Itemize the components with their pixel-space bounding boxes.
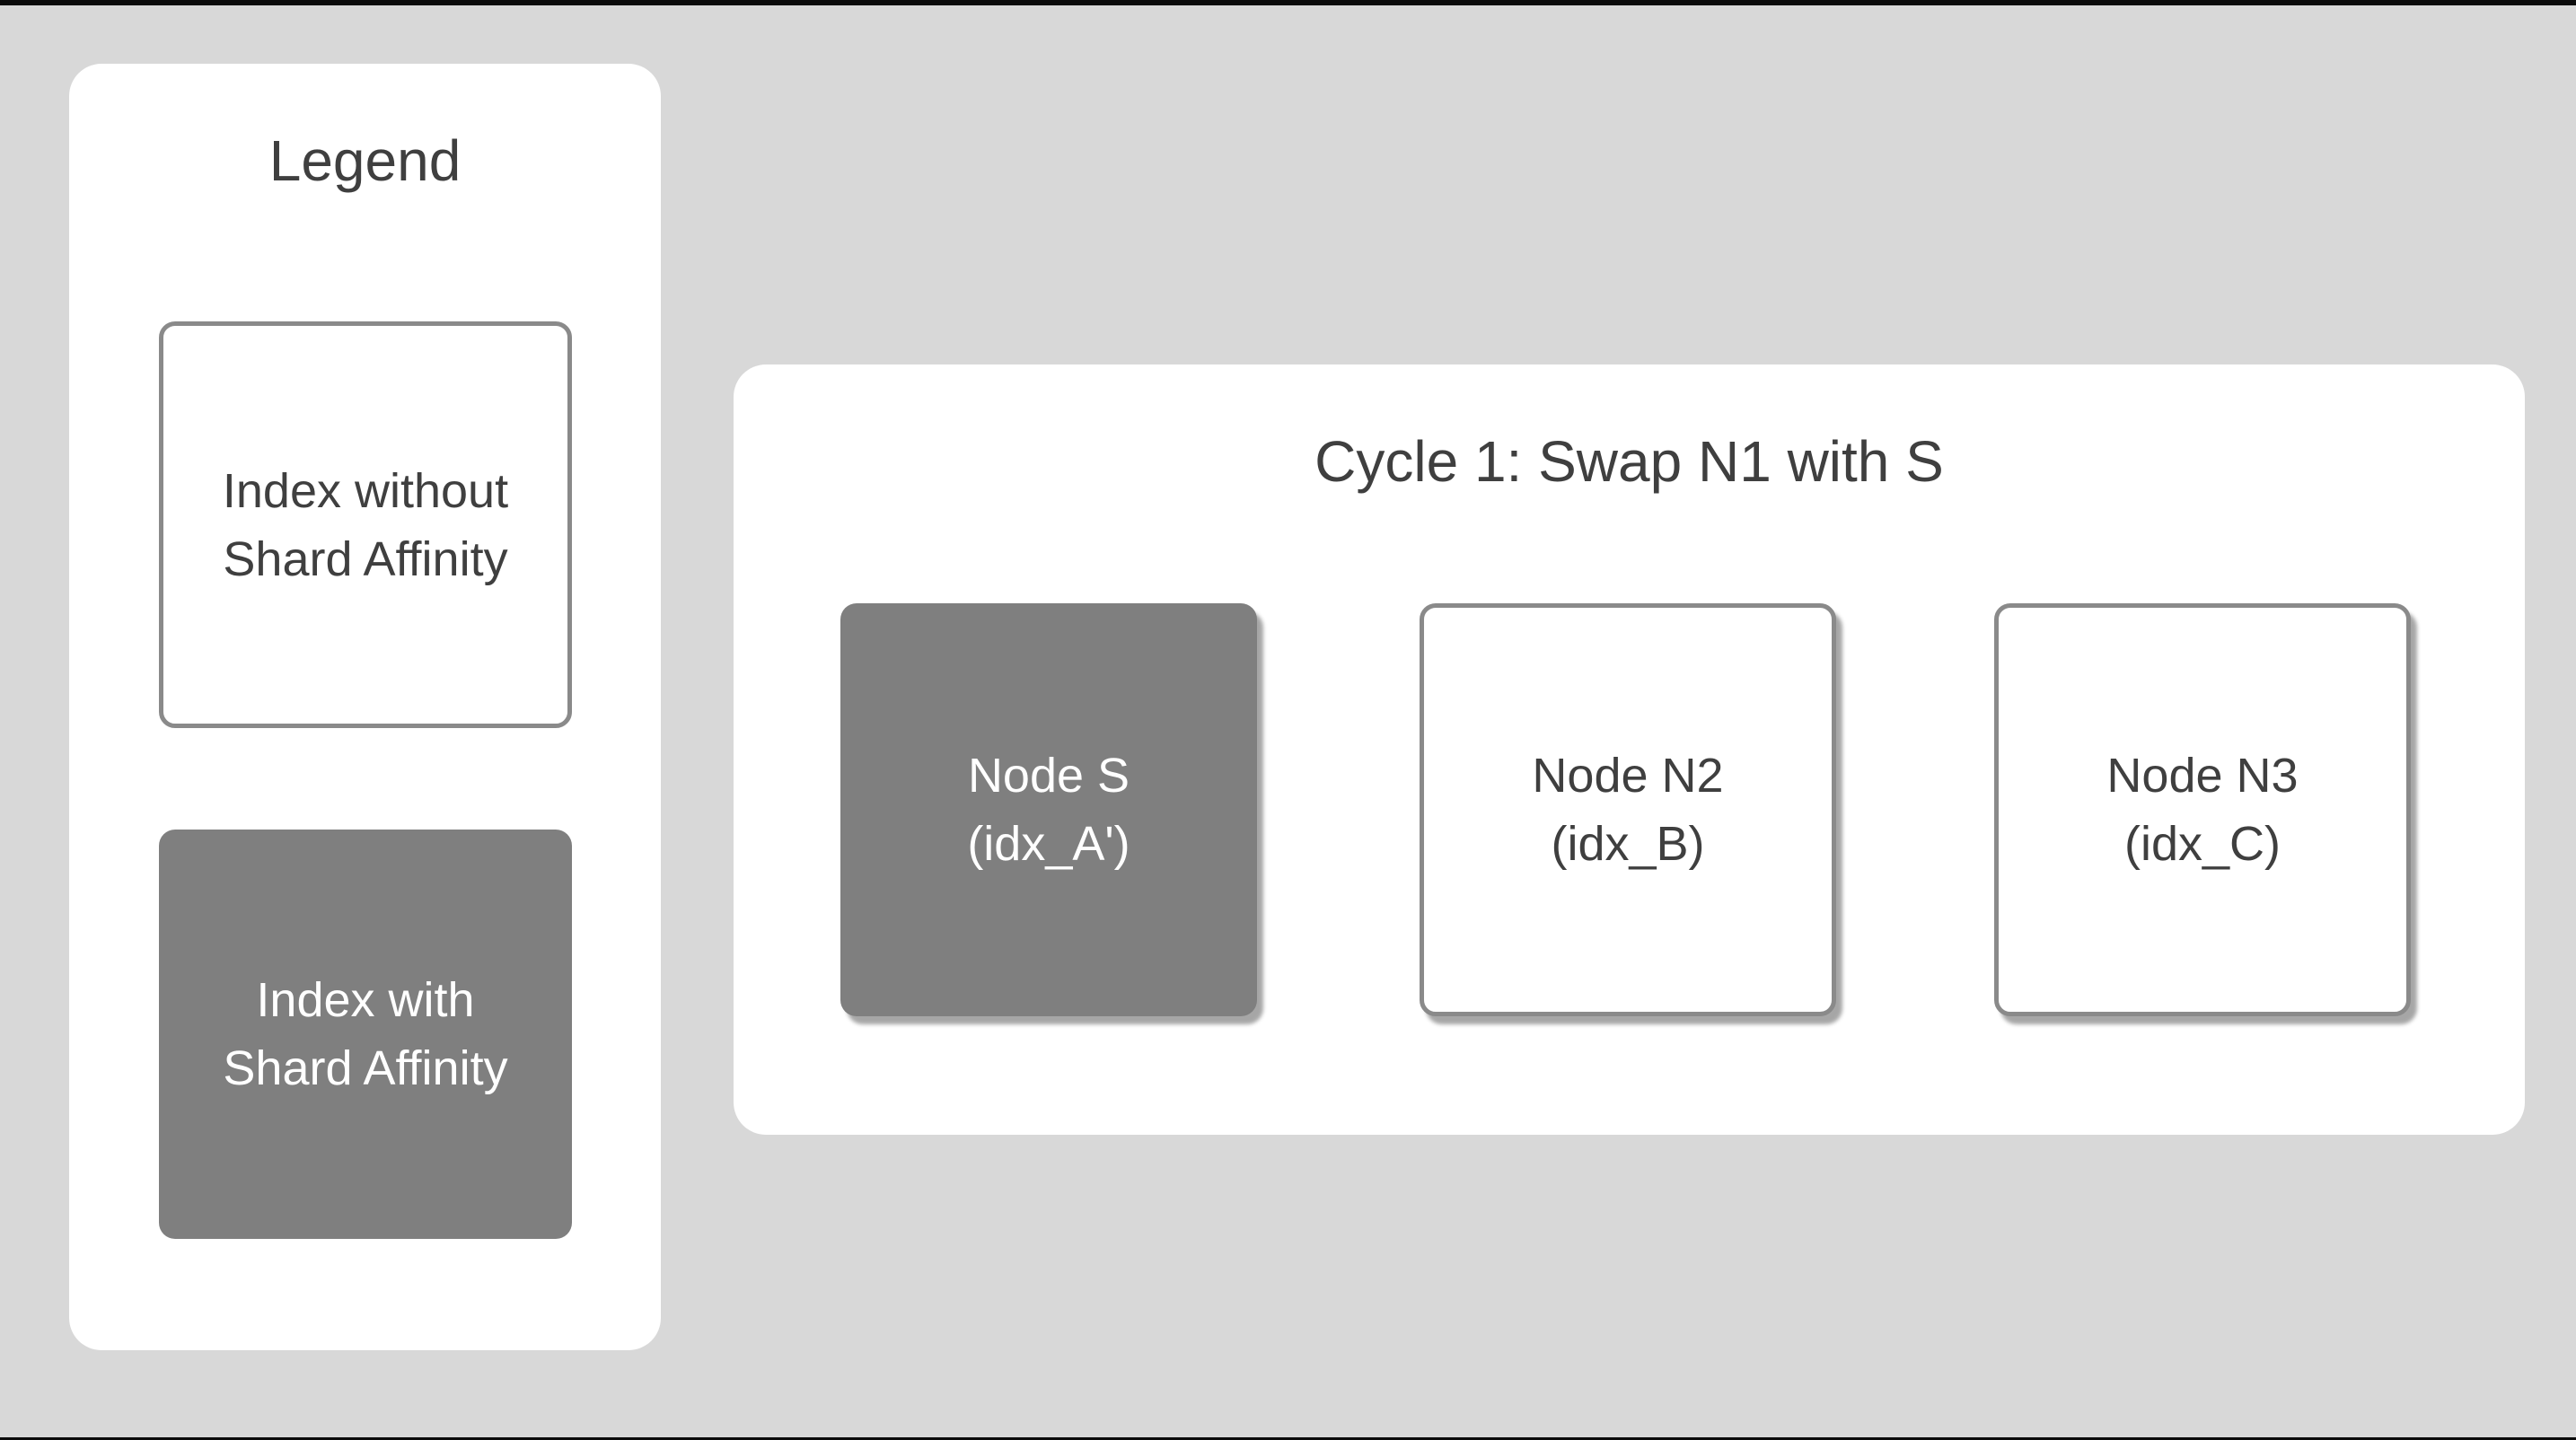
node-index-label: (idx_C) [2123, 817, 2281, 871]
node-name: Node N3 [2106, 749, 2299, 803]
node-box-n3: Node N3 (idx_C) [1994, 603, 2411, 1016]
node-index-label: (idx_B) [1551, 817, 1705, 871]
cycle-title: Cycle 1: Swap N1 with S [1314, 429, 1944, 494]
legend-item-index-without-shard-affinity: Index without Shard Affinity [159, 321, 572, 728]
cycle-panel: Cycle 1: Swap N1 with S Node S (idx_A') … [734, 364, 2525, 1135]
node-name: Node S [967, 749, 1130, 803]
node-index-label: (idx_A') [967, 817, 1130, 871]
legend-title: Legend [268, 128, 462, 193]
legend-panel: Legend Index without Shard Affinity Inde… [69, 64, 661, 1350]
top-letterbox-bar [0, 0, 2576, 5]
node-name: Node N2 [1532, 749, 1724, 803]
node-box-s: Node S (idx_A') [840, 603, 1257, 1016]
legend-item-label-line: Shard Affinity [223, 1041, 508, 1095]
bottom-letterbox-bar [0, 1437, 2576, 1440]
legend-item-index-with-shard-affinity: Index with Shard Affinity [159, 830, 572, 1239]
legend-item-label-line: Index without [222, 463, 509, 518]
legend-item-label-line: Shard Affinity [223, 531, 508, 586]
node-box-n2: Node N2 (idx_B) [1420, 603, 1836, 1016]
legend-item-label-line: Index with [256, 973, 475, 1027]
